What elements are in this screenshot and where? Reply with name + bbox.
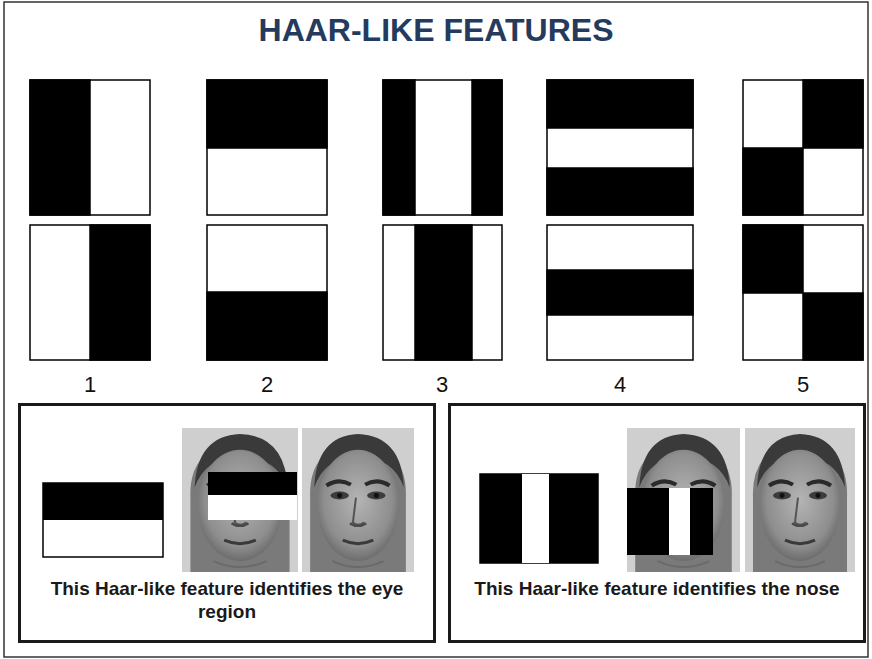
face-photo: [745, 428, 855, 572]
feature-grid: [30, 80, 863, 360]
face-photo: [627, 428, 740, 572]
caption-panel: This Haar-like feature identifies the no…: [448, 403, 866, 643]
caption-text: This Haar-like feature identifies the no…: [457, 578, 857, 601]
diagram-title: HAAR-LIKE FEATURES: [0, 12, 872, 49]
feature-number: 2: [247, 372, 287, 398]
outer-frame: [4, 2, 868, 657]
feature-number: 5: [783, 372, 823, 398]
caption-text: This Haar-like feature identifies the ey…: [27, 578, 427, 624]
feature-number: 3: [422, 372, 462, 398]
nose-feature-example: [480, 428, 855, 572]
caption-panel: This Haar-like feature identifies the ey…: [18, 403, 436, 643]
face-photo: [302, 428, 414, 572]
face-photo: [182, 428, 298, 572]
feature-number: 4: [600, 372, 640, 398]
eye-feature-example: [43, 428, 414, 572]
feature-number: 1: [70, 372, 110, 398]
